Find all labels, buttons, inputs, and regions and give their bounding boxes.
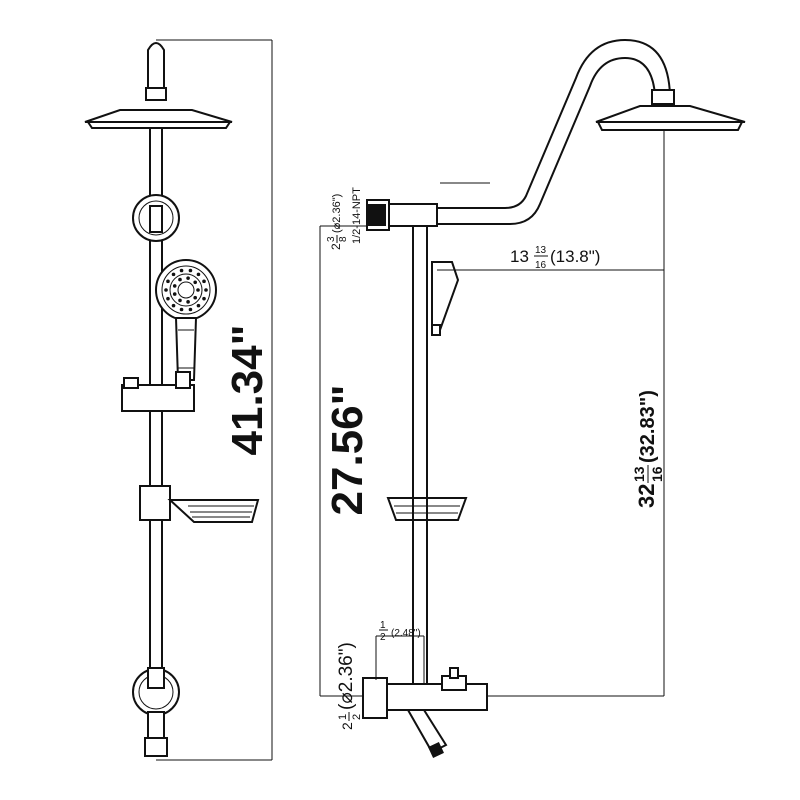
front-soap-dish <box>167 499 260 523</box>
nozzle-dot <box>193 295 197 300</box>
side-diverter-knob <box>449 667 459 679</box>
nozzle-dot <box>171 272 176 277</box>
front-soap-dish-clamp <box>139 485 171 521</box>
shower-height-whole: 32 <box>634 484 659 508</box>
side-diverter-body <box>386 683 488 711</box>
front-slider-holder <box>121 384 195 412</box>
shower-height-frac-num: 13 <box>631 466 647 482</box>
shower-height-dec: (32.83") <box>637 390 659 463</box>
side-slide-bar <box>412 225 428 687</box>
offset-num: 1 <box>380 620 386 631</box>
nozzle-dot <box>188 268 193 273</box>
slide-bar-height-label: 27.56" <box>323 385 372 516</box>
overall-height-label: 41.34" <box>223 325 272 456</box>
side-gooseneck-arm <box>437 38 671 209</box>
side-view: 27.56" 13 13 16 (13.8") 32 13 16 (32.83"… <box>319 38 746 758</box>
nozzle-dot <box>196 288 200 292</box>
nozzle-dot <box>164 288 168 292</box>
top-inlet-num: 3 <box>326 236 337 242</box>
nozzle-dot <box>186 276 190 280</box>
bottom-inlet-dec: (⌀2.36") <box>336 642 357 710</box>
top-inlet-whole: 2 <box>329 243 343 250</box>
nozzle-dot <box>196 303 201 308</box>
bottom-inlet-whole: 2 <box>339 722 355 730</box>
nozzle-dot <box>178 277 182 282</box>
front-riser-top <box>147 42 165 95</box>
front-hand-shower-handle <box>174 317 198 381</box>
nozzle-dot <box>172 292 177 296</box>
offset-dec: (2.48") <box>391 628 421 639</box>
nozzle-dot <box>178 298 182 303</box>
arm-length-whole: 13 <box>510 247 529 266</box>
arm-length-frac-num: 13 <box>535 245 547 256</box>
side-arm-nut <box>651 89 675 105</box>
hand-shower-nozzles <box>164 268 208 312</box>
nozzle-dot <box>204 288 208 292</box>
top-inlet-thread: 1/2-14-NPT <box>351 187 363 244</box>
front-view: 41.34" <box>84 39 273 761</box>
bottom-inlet-den: 2 <box>351 714 363 720</box>
nozzle-dot <box>166 279 170 284</box>
nozzle-dot <box>171 303 176 308</box>
nozzle-dot <box>202 296 206 301</box>
side-soap-dish <box>386 497 468 521</box>
shower-height-frac-den: 16 <box>649 466 665 482</box>
front-riser-nut <box>145 87 167 101</box>
offset-den: 2 <box>380 632 386 643</box>
side-bottom-wall-fitting <box>362 677 388 719</box>
nozzle-dot <box>179 307 184 312</box>
side-rain-shower-head <box>595 105 746 123</box>
top-inlet-dec: (⌀2.36") <box>331 194 343 233</box>
arm-length-frac-den: 16 <box>535 260 547 271</box>
nozzle-dot <box>166 296 170 301</box>
bottom-inlet-num: 1 <box>337 714 349 720</box>
side-hand-shower <box>431 261 460 331</box>
top-inlet-thread-mark <box>368 204 386 226</box>
nozzle-dot <box>196 272 201 277</box>
side-tub-spout <box>406 709 448 754</box>
front-rain-shower-head <box>84 109 233 123</box>
nozzle-dot <box>193 280 197 285</box>
nozzle-dot <box>186 300 190 304</box>
nozzle-dot <box>172 284 177 288</box>
arm-length-dec: (13.8") <box>550 247 600 266</box>
nozzle-dot <box>188 307 193 312</box>
front-tub-spout <box>147 711 165 739</box>
nozzle-dot <box>202 279 206 284</box>
nozzle-dot <box>179 268 184 273</box>
top-inlet-den: 8 <box>338 236 349 242</box>
